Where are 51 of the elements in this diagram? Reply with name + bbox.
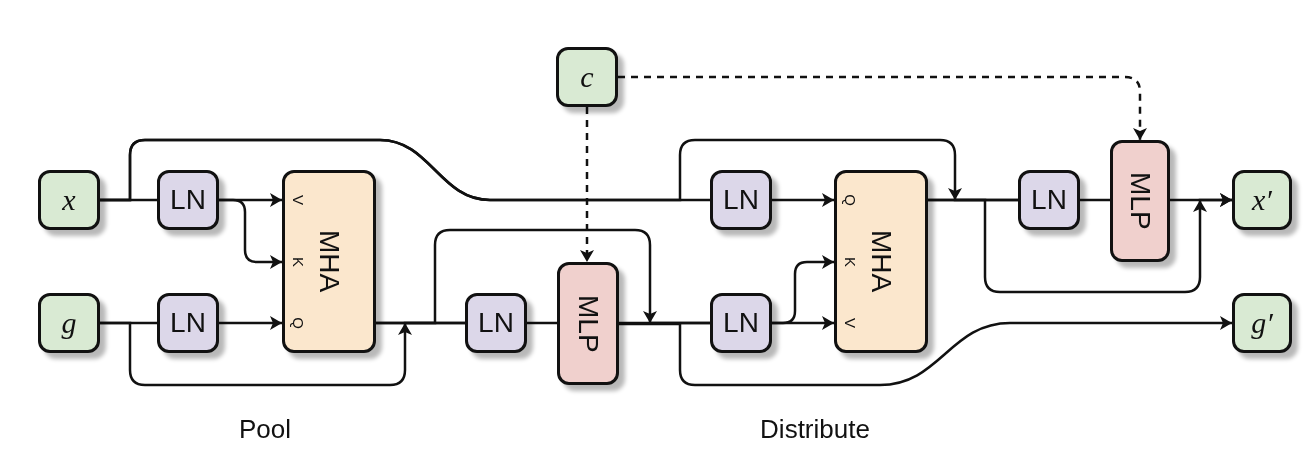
section-label: Pool xyxy=(239,414,291,445)
port-label: Q xyxy=(842,194,859,206)
section-label: Distribute xyxy=(760,414,870,445)
layer-label: LN xyxy=(1031,184,1067,216)
variable-box xyxy=(1232,170,1292,230)
variable-box xyxy=(38,170,100,230)
variable-label: c xyxy=(580,60,594,94)
attention-box xyxy=(834,170,928,353)
layernorm-box xyxy=(157,170,219,230)
variable-label: x′ xyxy=(1252,183,1272,217)
variable-label: g xyxy=(61,306,77,340)
attention-box xyxy=(282,170,376,353)
block-label: MLP xyxy=(572,294,604,353)
block-label: MHA xyxy=(313,230,345,293)
mlp-box xyxy=(1110,140,1170,262)
port-label: K xyxy=(290,257,307,267)
connector-line xyxy=(1080,198,1110,202)
port-label: K xyxy=(842,257,859,267)
layer-label: LN xyxy=(723,307,759,339)
block-label: MHA xyxy=(865,230,897,293)
arrow xyxy=(100,321,465,387)
arrow xyxy=(772,316,834,330)
port-label: V xyxy=(290,195,307,205)
layernorm-box xyxy=(157,293,219,353)
port-label: V xyxy=(842,318,859,328)
variable-box xyxy=(1232,293,1292,353)
layernorm-box xyxy=(710,293,772,353)
layer-label: LN xyxy=(723,184,759,216)
layer-label: LN xyxy=(170,184,206,216)
arrow xyxy=(619,316,1232,387)
variable-box xyxy=(556,47,618,107)
arrow xyxy=(928,193,1232,294)
arrow xyxy=(580,107,594,262)
arrow xyxy=(219,316,282,330)
arrow xyxy=(376,228,710,325)
arrow xyxy=(219,198,282,269)
variable-label: g′ xyxy=(1251,306,1273,340)
layer-label: LN xyxy=(170,307,206,339)
variable-box xyxy=(38,293,100,353)
layernorm-box xyxy=(465,293,527,353)
layer-label: LN xyxy=(478,307,514,339)
arrow xyxy=(618,75,1147,140)
port-label: Q xyxy=(290,317,307,329)
arrow xyxy=(100,138,1018,202)
block-label: MLP xyxy=(1124,172,1156,230)
variable-label: x xyxy=(62,183,76,217)
layernorm-box xyxy=(1018,170,1080,230)
connector-line xyxy=(527,321,557,325)
layernorm-box xyxy=(710,170,772,230)
arrow xyxy=(772,193,834,207)
mlp-box xyxy=(557,262,619,385)
